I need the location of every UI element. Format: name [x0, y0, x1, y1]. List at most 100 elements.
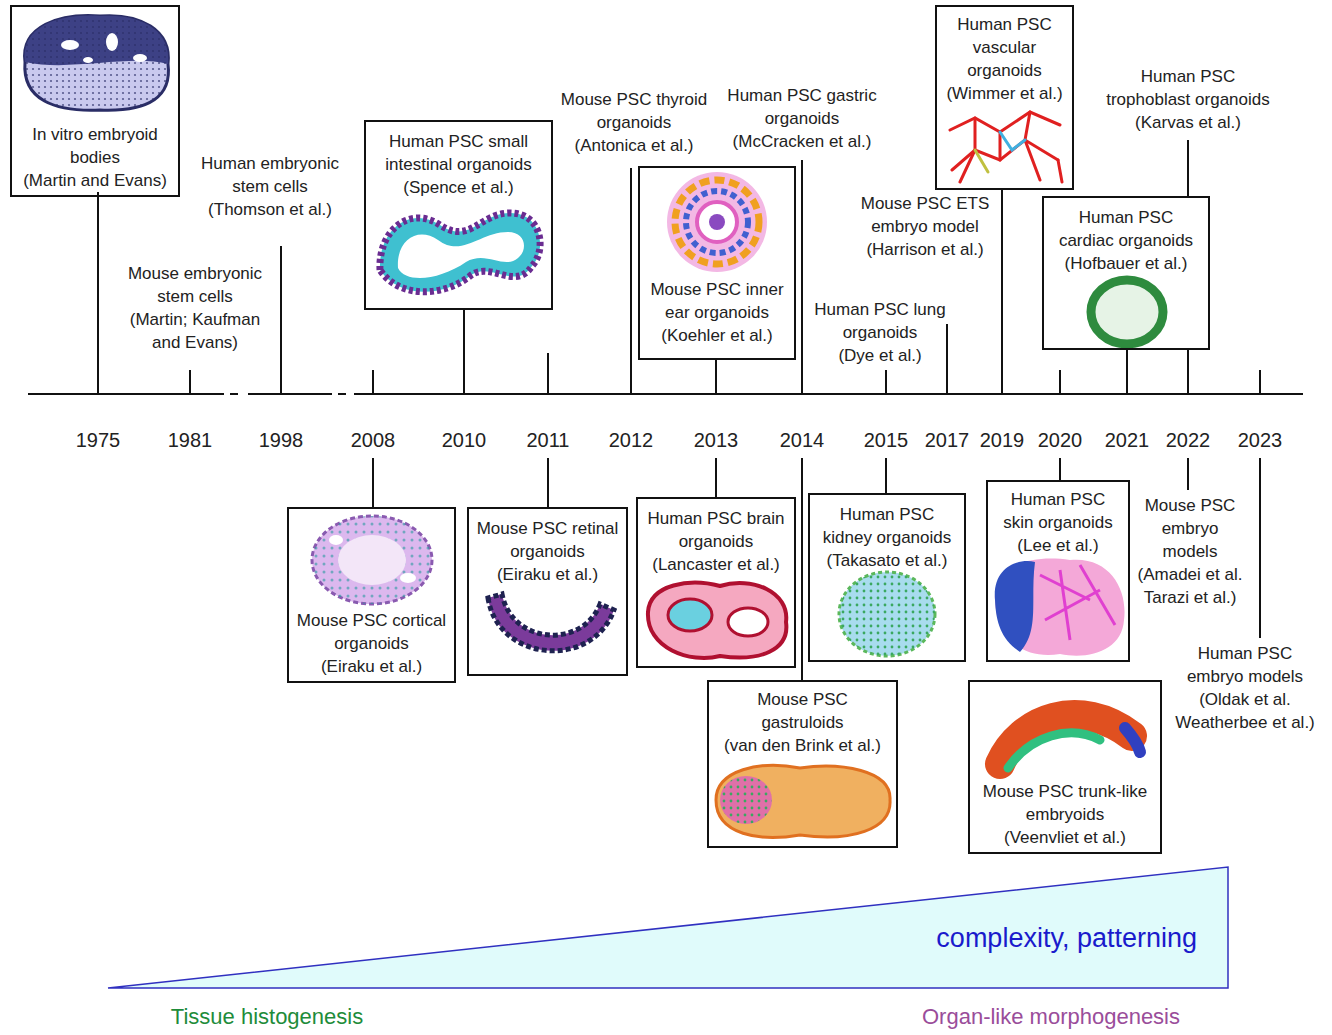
label-group: 2011: [520, 428, 576, 452]
label-group: 1975: [70, 428, 126, 452]
kidney-organoid-illustration: [839, 572, 935, 656]
milestone-label: Mouse PSC ETS embryo model: [860, 192, 990, 238]
inner-ear-organoid-illustration: [709, 214, 725, 230]
label-group: Tissue histogenesis: [137, 1004, 397, 1030]
label-group: 2022: [1160, 428, 1216, 452]
cardiac-organoid-illustration: [1091, 280, 1163, 344]
milestone-label: (Amadei et al. Tarazi et al.): [1133, 563, 1247, 609]
axis-end-label: Tissue histogenesis: [137, 1004, 397, 1030]
axis-caption: complexity, patterning: [936, 922, 1197, 954]
organoid-box: Mouse PSC trunk-like embryoids(Veenvliet…: [968, 680, 1162, 854]
organoid-box: Human PSC small intestinal organoids(Spe…: [364, 120, 553, 310]
node-citation: (Eiraku et al.): [475, 563, 620, 586]
tick-line: [1187, 350, 1189, 394]
year-label: 2008: [345, 428, 401, 452]
gastruloid-illustration: [716, 765, 890, 837]
label-group: 2020: [1032, 428, 1088, 452]
year-label: 1998: [253, 428, 309, 452]
milestone-label: (Dye et al.): [810, 344, 950, 367]
cardiac-organoid-illustration: [1091, 280, 1163, 344]
milestone-label: Human PSC embryo models: [1170, 642, 1320, 688]
label-group: 2019: [974, 428, 1030, 452]
tick-line: [630, 168, 632, 394]
skin-organoid-illustration: [995, 559, 1125, 656]
tick-line: [885, 458, 887, 493]
vascular-organoid-illustration: [975, 150, 988, 172]
node-heading: Mouse PSC inner ear organoids: [646, 278, 788, 324]
brain-organoid-illustration: [648, 583, 786, 658]
skin-organoid-illustration: [995, 559, 1125, 656]
inner-ear-organoid-illustration: [697, 202, 737, 242]
year-label: 2017: [919, 428, 975, 452]
organoid-box: Mouse PSC retinal organoids(Eiraku et al…: [467, 507, 628, 676]
vascular-organoid-illustration: [975, 112, 1040, 180]
organoid-box: Mouse PSC gastruloids(van den Brink et a…: [707, 680, 898, 848]
text-area: Human PSC vascular organoids(Wimmer et a…: [937, 13, 1072, 105]
text-area: In vitro embryoid bodies(Martin and Evan…: [12, 123, 178, 192]
node-citation: (Koehler et al.): [646, 324, 788, 347]
tick-line: [1001, 190, 1003, 394]
trunk-embryoid-illustration: [1000, 715, 1140, 768]
embryoid-body-illustration: [25, 16, 169, 111]
cortical-organoid-illustration: [312, 516, 432, 604]
label-group: Organ-like morphogenesis: [881, 1004, 1221, 1030]
timeline-axis: [28, 393, 224, 395]
organoid-box: Human PSC brain organoids(Lancaster et a…: [636, 497, 796, 668]
tick-line: [801, 160, 803, 394]
tick-line: [547, 353, 549, 394]
text-area: Human PSC small intestinal organoids(Spe…: [366, 130, 551, 199]
milestone-label: Mouse embryonic stem cells: [120, 262, 270, 308]
embryoid-body-illustration: [61, 40, 79, 50]
tick-line: [715, 458, 717, 497]
node-heading: Mouse PSC gastruloids: [715, 688, 890, 734]
label-group: Mouse PSC embryo models(Amadei et al. Ta…: [1133, 494, 1247, 609]
kidney-organoid-illustration: [839, 572, 935, 656]
organoid-box: Human PSC skin organoids(Lee et al.): [986, 480, 1130, 662]
text-area: Mouse PSC retinal organoids(Eiraku et al…: [469, 517, 626, 586]
node-heading: In vitro embryoid bodies: [18, 123, 172, 169]
cortical-organoid-illustration: [312, 516, 432, 604]
tick-line: [1126, 350, 1128, 394]
year-label: 2010: [436, 428, 492, 452]
tick-line: [946, 324, 948, 394]
year-label: 2019: [974, 428, 1030, 452]
tick-line: [715, 360, 717, 394]
trunk-embryoid-illustration: [1008, 733, 1100, 768]
year-label: 2011: [520, 428, 576, 452]
tick-line: [1187, 458, 1189, 490]
node-citation: (Lee et al.): [994, 534, 1122, 557]
milestone-label: (Harrison et al.): [860, 238, 990, 261]
axis-end-label: Organ-like morphogenesis: [881, 1004, 1221, 1030]
milestone-label: (Antonica et al.): [559, 134, 709, 157]
intestinal-organoid-illustration: [380, 213, 540, 292]
cortical-organoid-illustration: [400, 573, 416, 583]
brain-organoid-illustration: [728, 608, 768, 636]
label-group: 1998: [253, 428, 309, 452]
text-area: complexity, patterning: [930, 922, 1203, 954]
label-group: 2008: [345, 428, 401, 452]
tick-line: [280, 246, 282, 394]
embryoid-body-illustration: [83, 57, 93, 63]
timeline-axis: [248, 393, 332, 395]
label-group: 2017: [919, 428, 975, 452]
brain-organoid-illustration: [668, 599, 712, 631]
node-citation: (Eiraku et al.): [295, 655, 448, 678]
organoid-box: Mouse PSC inner ear organoids(Koehler et…: [638, 166, 796, 360]
milestone-label: (Oldak et al. Weatherbee et al.): [1170, 688, 1320, 734]
timeline-axis: [338, 393, 346, 395]
milestone-label: (Martin; Kaufman and Evans): [120, 308, 270, 354]
triangle-outline: [108, 867, 1228, 988]
embryoid-body-illustration: [106, 33, 118, 51]
year-label: 1975: [70, 428, 126, 452]
embryoid-body-illustration: [25, 16, 169, 111]
tick-line: [1187, 140, 1189, 196]
organoid-box: Mouse PSC cortical organoids(Eiraku et a…: [287, 507, 456, 683]
text-area: Human PSC brain organoids(Lancaster et a…: [638, 507, 794, 576]
gastruloid-illustration: [716, 765, 890, 837]
timeline-axis: [230, 393, 238, 395]
label-group: Mouse PSC thyroid organoids(Antonica et …: [559, 88, 709, 157]
label-group: 2013: [688, 428, 744, 452]
year-label: 2023: [1232, 428, 1288, 452]
cortical-organoid-illustration: [312, 516, 432, 604]
